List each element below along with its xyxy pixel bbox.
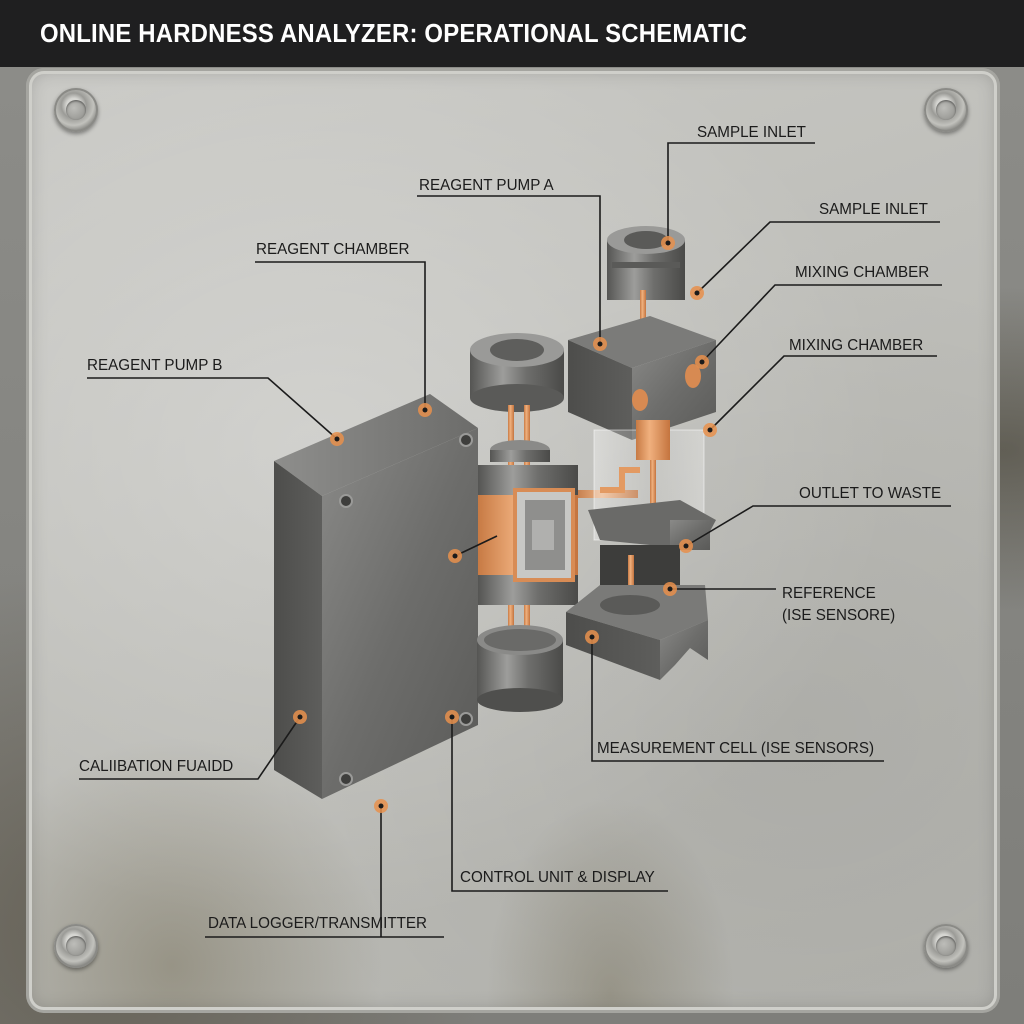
bolt-top-left-icon [54, 88, 98, 132]
label-outlet-to-waste: OUTLET TO WASTE [799, 485, 942, 502]
measurement-column-assembly [566, 226, 716, 680]
bolt-top-right-icon [924, 88, 968, 132]
label-data-logger: DATA LOGGER/TRANSMITTER [208, 915, 428, 932]
control-unit-box [274, 394, 478, 799]
title-bar: ONLINE HARDNESS ANALYZER: OPERATIONAL SC… [0, 0, 1024, 67]
label-control-unit: CONTROL UNIT & DISPLAY [460, 869, 655, 886]
label-mixing-chamber-2: MIXING CHAMBER [789, 337, 924, 354]
leader-lines [79, 142, 951, 938]
label-reagent-pump-b: REAGENT PUMP B [87, 357, 223, 374]
label-measurement-cell: MEASUREMENT CELL (ISE SENSORS) [597, 740, 875, 757]
label-calibration-fluid: CALIIBATION FUAIDD [79, 758, 234, 775]
page-title: ONLINE HARDNESS ANALYZER: OPERATIONAL SC… [40, 18, 748, 48]
label-reagent-chamber: REAGENT CHAMBER [256, 241, 410, 258]
label-reagent-pump-a: REAGENT PUMP A [419, 177, 554, 194]
label-reference-line2: (ISE SENSORE) [782, 607, 896, 624]
label-mixing-chamber-1: MIXING CHAMBER [795, 264, 930, 281]
label-reference: REFERENCE [782, 585, 876, 602]
label-sample-inlet-2: SAMPLE INLET [819, 201, 928, 218]
bolt-bottom-right-icon [924, 924, 968, 968]
callout-dots [293, 236, 717, 813]
bolt-bottom-left-icon [54, 924, 98, 968]
label-sample-inlet-1: SAMPLE INLET [697, 124, 806, 141]
